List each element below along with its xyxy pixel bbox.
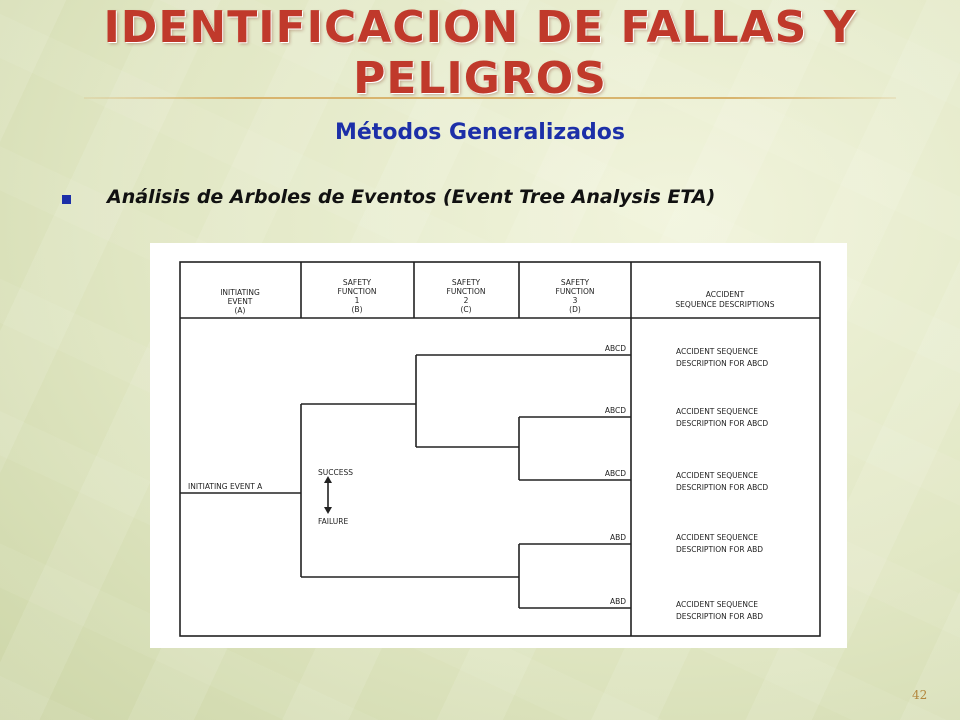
header-sf1-line3: 1: [355, 296, 360, 305]
event-tree-figure: INITIATING EVENT (A) SAFETY FUNCTION 1 (…: [150, 243, 847, 648]
header-accident-line1: ACCIDENT: [706, 290, 745, 299]
diagram-frame: [179, 261, 821, 637]
header-initiating-line2: EVENT: [228, 297, 253, 306]
tree-branches: [180, 354, 631, 609]
header-sf3-line3: 3: [573, 296, 578, 305]
header-accident-line2: SEQUENCE DESCRIPTIONS: [675, 300, 774, 309]
header-sf1-line2: FUNCTION: [338, 287, 377, 296]
header-sf1-line1: SAFETY: [343, 278, 372, 287]
arrow-up-icon: [324, 476, 332, 483]
tree-labels: INITIATING EVENT A SUCCESS FAILURE: [188, 468, 353, 526]
sequence-id: ABCD: [605, 344, 626, 353]
sequence-id: ABD: [610, 533, 626, 542]
sequence-ids: ABCD ABCD ABCD ABD ABD: [605, 344, 626, 606]
header-sf2-line4: (C): [460, 305, 471, 314]
slide-subtitle: Métodos Generalizados: [334, 120, 625, 145]
legend-failure-label: FAILURE: [318, 517, 348, 526]
slide-title: IDENTIFICACION DE FALLAS Y PELIGROS: [103, 2, 857, 104]
legend-success-label: SUCCESS: [318, 468, 353, 477]
initiating-event-label: INITIATING EVENT A: [188, 482, 263, 491]
title-divider: [84, 97, 896, 99]
bullet-item: Análisis de Arboles de Eventos (Event Tr…: [62, 186, 922, 216]
sequence-description-line2: DESCRIPTION FOR ABCD: [676, 419, 768, 428]
sequence-description-line1: ACCIDENT SEQUENCE: [676, 347, 758, 356]
column-headers: INITIATING EVENT (A) SAFETY FUNCTION 1 (…: [220, 278, 775, 315]
sequence-description-line2: DESCRIPTION FOR ABCD: [676, 483, 768, 492]
header-sf1-line4: (B): [352, 305, 363, 314]
sequence-description-line1: ACCIDENT SEQUENCE: [676, 407, 758, 416]
header-sf3-line1: SAFETY: [561, 278, 590, 287]
header-initiating-line1: INITIATING: [220, 288, 260, 297]
legend-arrowheads: [324, 476, 332, 514]
sequence-description-line1: ACCIDENT SEQUENCE: [676, 600, 758, 609]
sequence-description-line2: DESCRIPTION FOR ABD: [676, 612, 763, 621]
sequence-descriptions: ACCIDENT SEQUENCE DESCRIPTION FOR ABCD A…: [676, 347, 768, 621]
header-sf2-line2: FUNCTION: [447, 287, 486, 296]
sequence-id: ABCD: [605, 469, 626, 478]
sequence-description-line1: ACCIDENT SEQUENCE: [676, 533, 758, 542]
sequence-description-line2: DESCRIPTION FOR ABCD: [676, 359, 768, 368]
header-sf2-line3: 2: [464, 296, 469, 305]
sequence-description-line2: DESCRIPTION FOR ABD: [676, 545, 763, 554]
arrow-down-icon: [324, 507, 332, 514]
header-sf3-line4: (D): [569, 305, 581, 314]
sequence-description-line1: ACCIDENT SEQUENCE: [676, 471, 758, 480]
sequence-id: ABD: [610, 597, 626, 606]
header-sf3-line2: FUNCTION: [556, 287, 595, 296]
event-tree-diagram: INITIATING EVENT (A) SAFETY FUNCTION 1 (…: [179, 261, 821, 637]
bullet-text: Análisis de Arboles de Eventos (Event Tr…: [107, 186, 716, 208]
header-initiating-line3: (A): [235, 306, 246, 315]
square-bullet-icon: [62, 195, 71, 204]
sequence-id: ABCD: [605, 406, 626, 415]
page-number: 42: [912, 688, 928, 702]
header-sf2-line1: SAFETY: [452, 278, 481, 287]
